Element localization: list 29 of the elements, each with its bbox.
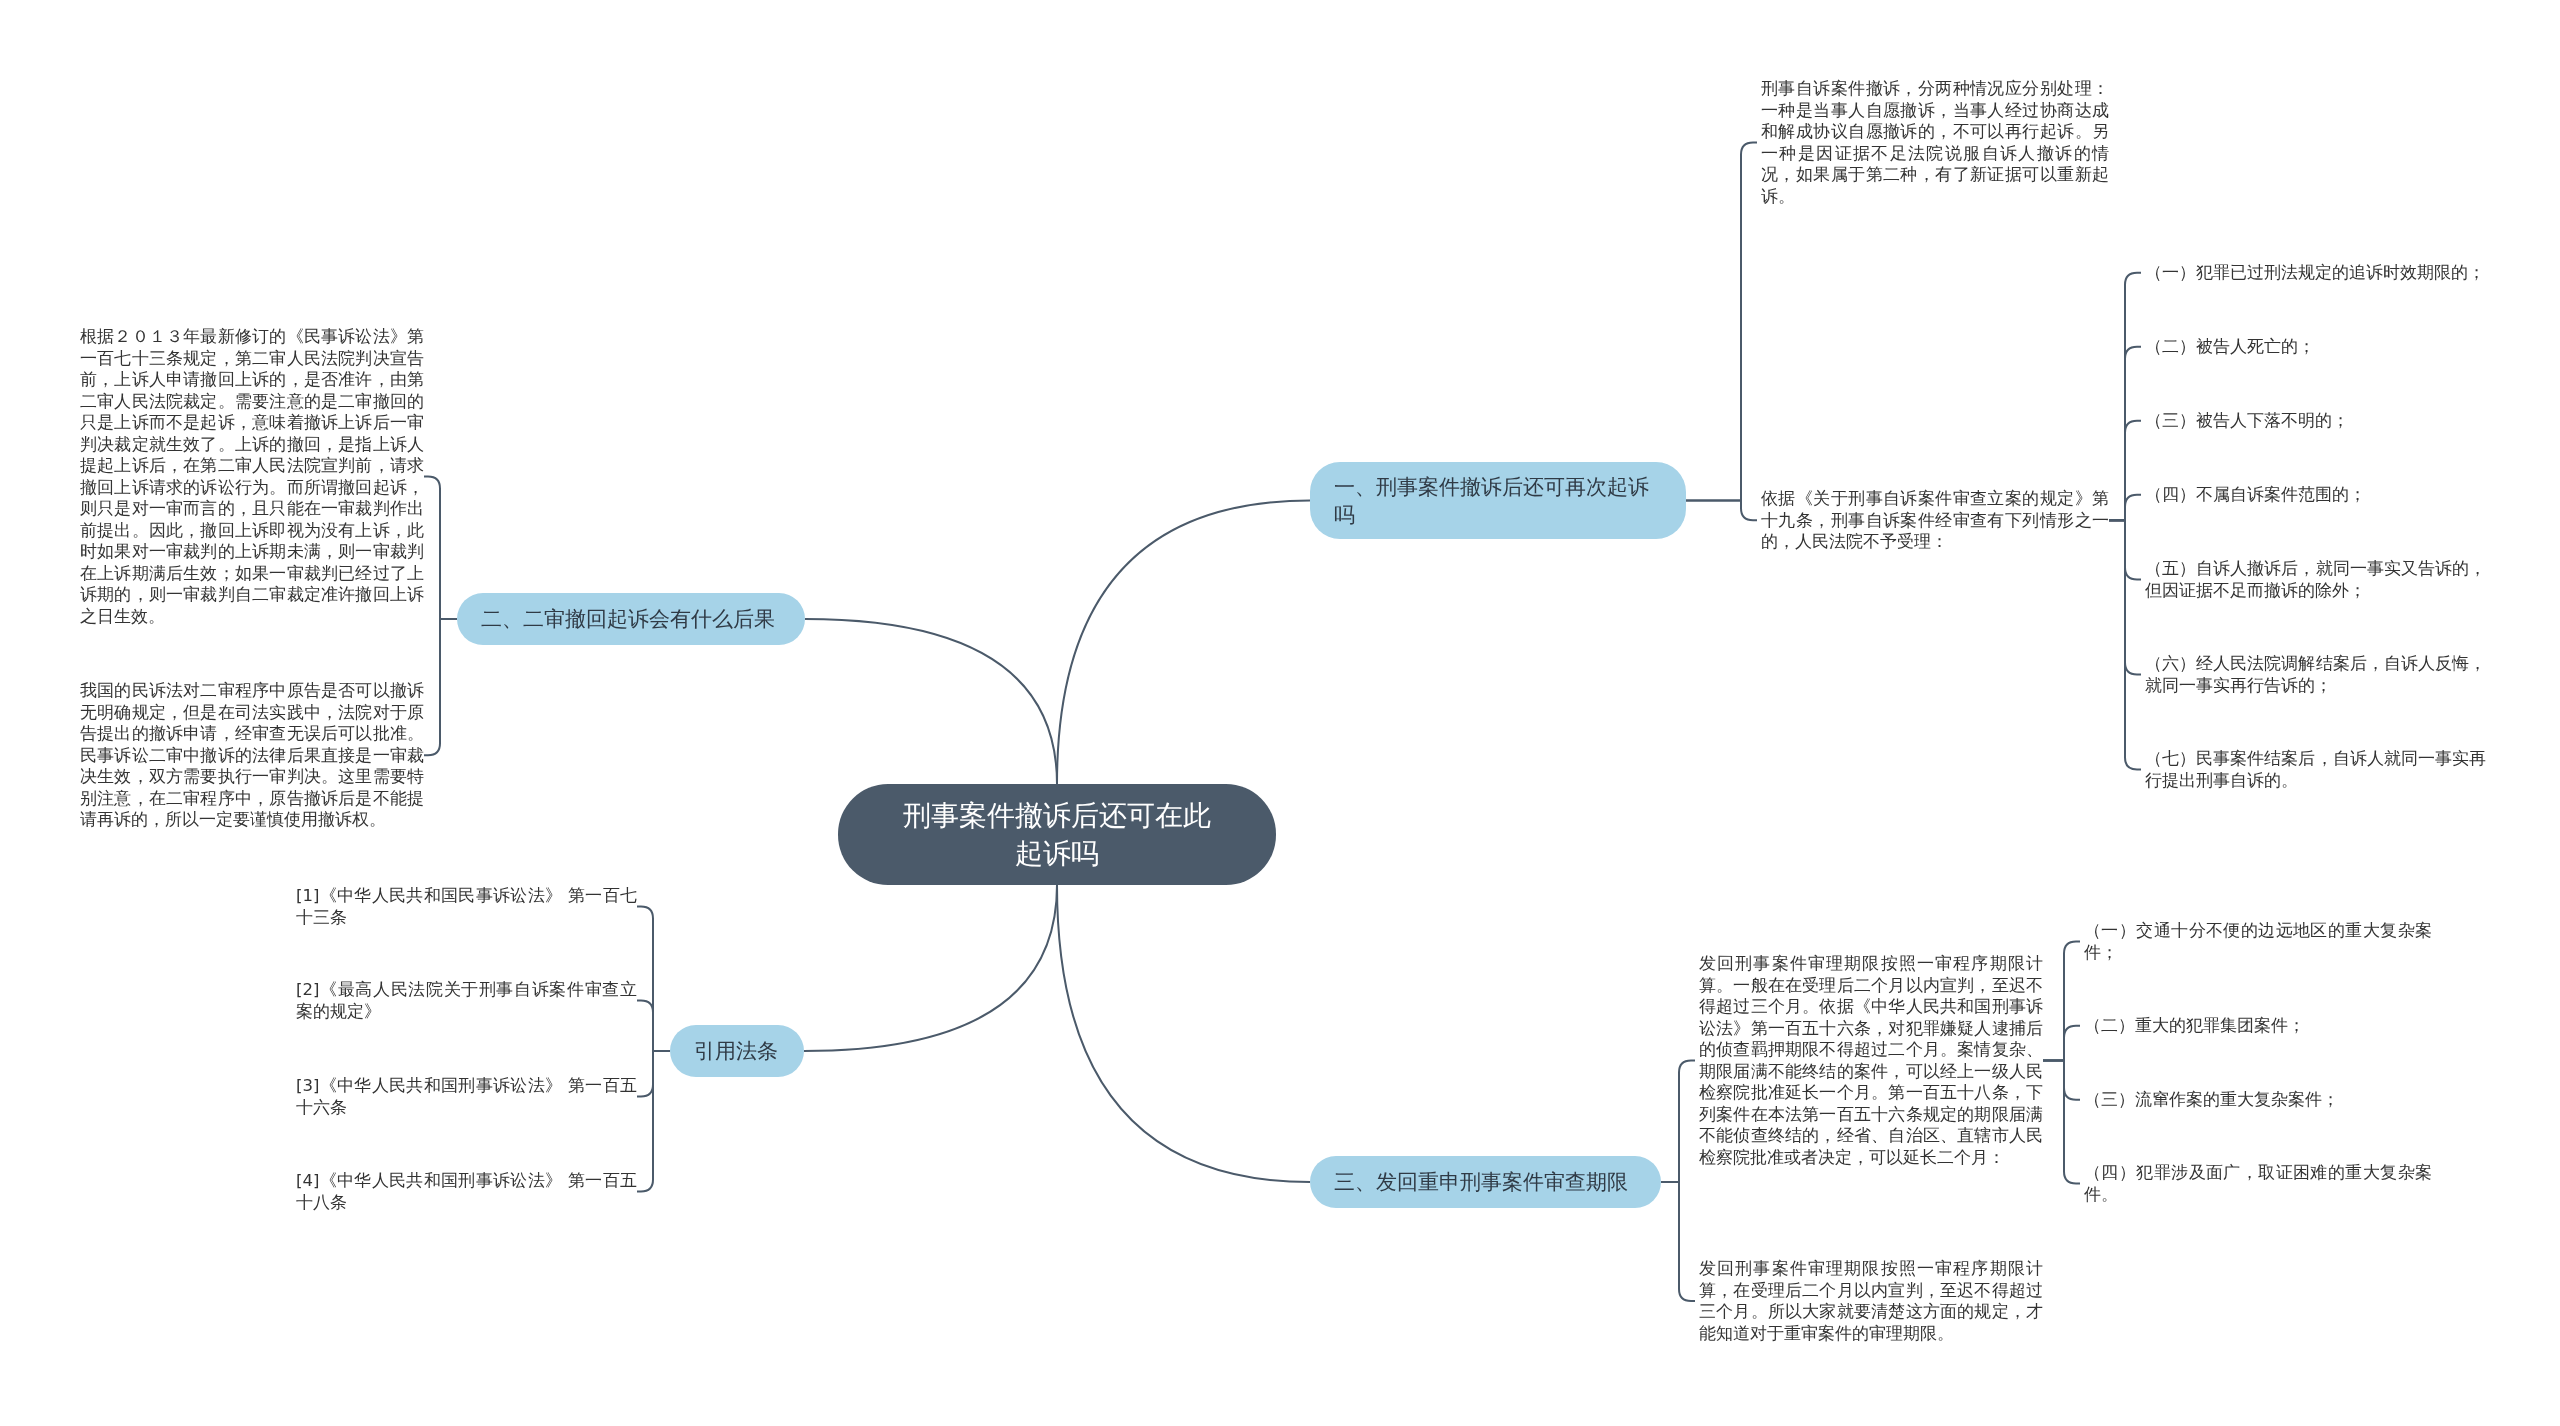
- central-topic: 刑事案件撤诉后还可在此起诉吗: [838, 784, 1276, 885]
- note-text: 我国的民诉法对二审程序中原告是否可以撤诉无明确规定，但是在司法实践中，法院对于原告提出的撤诉申请，经审查无误后可以批准。民事诉讼二审中撤诉的法律后果直接是一审裁决生效，双方需要执行一审判决。这里需要特别注意，在二审程序中，原告撤诉后是不能提请再诉的，所以一定要谨慎使用撤诉权。: [76, 680, 424, 831]
- note-text: （一）交通十分不便的边远地区的重大复杂案件；: [2080, 920, 2432, 963]
- note-text: （二）被告人死亡的；: [2141, 336, 2486, 358]
- note-text: [2]《最高人民法院关于刑事自诉案件审查立案的规定》: [292, 979, 637, 1022]
- note-text: （一）犯罪已过刑法规定的追诉时效期限的；: [2141, 262, 2486, 284]
- branch-topic: 一、刑事案件撤诉后还可再次起诉吗: [1310, 462, 1686, 539]
- note-text: [3]《中华人民共和国刑事诉讼法》 第一百五十六条: [292, 1075, 637, 1118]
- note-text: [1]《中华人民共和国民事诉讼法》 第一百七十三条: [292, 885, 637, 928]
- note-text: （七）民事案件结案后，自诉人就同一事实再行提出刑事自诉的。: [2141, 748, 2486, 791]
- connector-line: [803, 884, 1058, 1052]
- branch-topic: 三、发回重申刑事案件审查期限: [1310, 1156, 1661, 1208]
- connector-line: [1685, 499, 1758, 522]
- branch-topic: 引用法条: [670, 1025, 804, 1077]
- note-text: （六）经人民法院调解结案后，自诉人反悔，就同一事实再行告诉的；: [2141, 653, 2486, 696]
- branch-topic: 二、二审撤回起诉会有什么后果: [457, 593, 805, 645]
- note-text: （四）不属自诉案件范围的；: [2141, 484, 2486, 506]
- note-text: （二）重大的犯罪集团案件；: [2080, 1015, 2432, 1037]
- note-text: [4]《中华人民共和国刑事诉讼法》 第一百五十八条: [292, 1170, 637, 1213]
- note-text: 根据２０１３年最新修订的《民事诉讼法》第一百七十三条规定，第二审人民法院判决宣告前，上诉人申请撤回上诉的，是否准许，由第二审人民法院裁定。需要注意的是二审撤回的只是上诉而不是起诉，意味着撤诉上诉后一审判决裁定就生效了。上诉的撤回，是指上诉人提起上诉后，在第二审人民法院宣判前，请求撤回上诉请求的诉讼行为。而所谓撤回起诉，则只是对一审而言的，且只能在一审裁判作出前提出。因此，撤回上诉即视为没有上诉，此时如果对一审裁判的上诉期未满，则一审裁判在上诉期满后生效；如果一审裁判已经过了上诉期的，则一审裁判自二审裁定准许撤回上诉之日生效。: [76, 326, 424, 627]
- note-text: 依据《关于刑事自诉案件审查立案的规定》第十九条，刑事自诉案件经审查有下列情形之一的，人民法院不予受理：: [1757, 488, 2109, 553]
- note-text: （四）犯罪涉及面广，取证困难的重大复杂案件。: [2080, 1162, 2432, 1205]
- connector-line: [804, 618, 1058, 785]
- note-text: 发回刑事案件审理期限按照一审程序期限计算。一般在在受理后二个月以内宣判，至迟不得超过三个月。依据《中华人民共和国刑事诉讼法》第一百五十六条，对犯罪嫌疑人逮捕后的侦查羁押期限不得超过二个月。案情复杂、期限届满不能终结的案件，可以经上一级人民检察院批准延长一个月。第一百五十八条，下列案件在本法第一百五十六条规定的期限届满不能侦查终结的，经省、自治区、直辖市人民检察院批准或者决定，可以延长二个月：: [1695, 953, 2043, 1168]
- note-text: （五）自诉人撤诉后，就同一事实又告诉的，但因证据不足而撤诉的除外；: [2141, 558, 2486, 601]
- note-text: （三）被告人下落不明的；: [2141, 410, 2486, 432]
- note-text: （三）流窜作案的重大复杂案件；: [2080, 1089, 2432, 1111]
- note-text: 发回刑事案件审理期限按照一审程序期限计算，在受理后二个月以内宣判，至迟不得超过三个月。所以大家就要清楚这方面的规定，才能知道对于重审案件的审理期限。: [1695, 1258, 2043, 1344]
- note-text: 刑事自诉案件撤诉，分两种情况应分别处理：一种是当事人自愿撤诉，当事人经过协商达成和解成协议自愿撤诉的，不可以再行起诉。另一种是因证据不足法院说服自诉人撤诉的情况，如果属于第二种，有了新证据可以重新起诉。: [1757, 78, 2109, 207]
